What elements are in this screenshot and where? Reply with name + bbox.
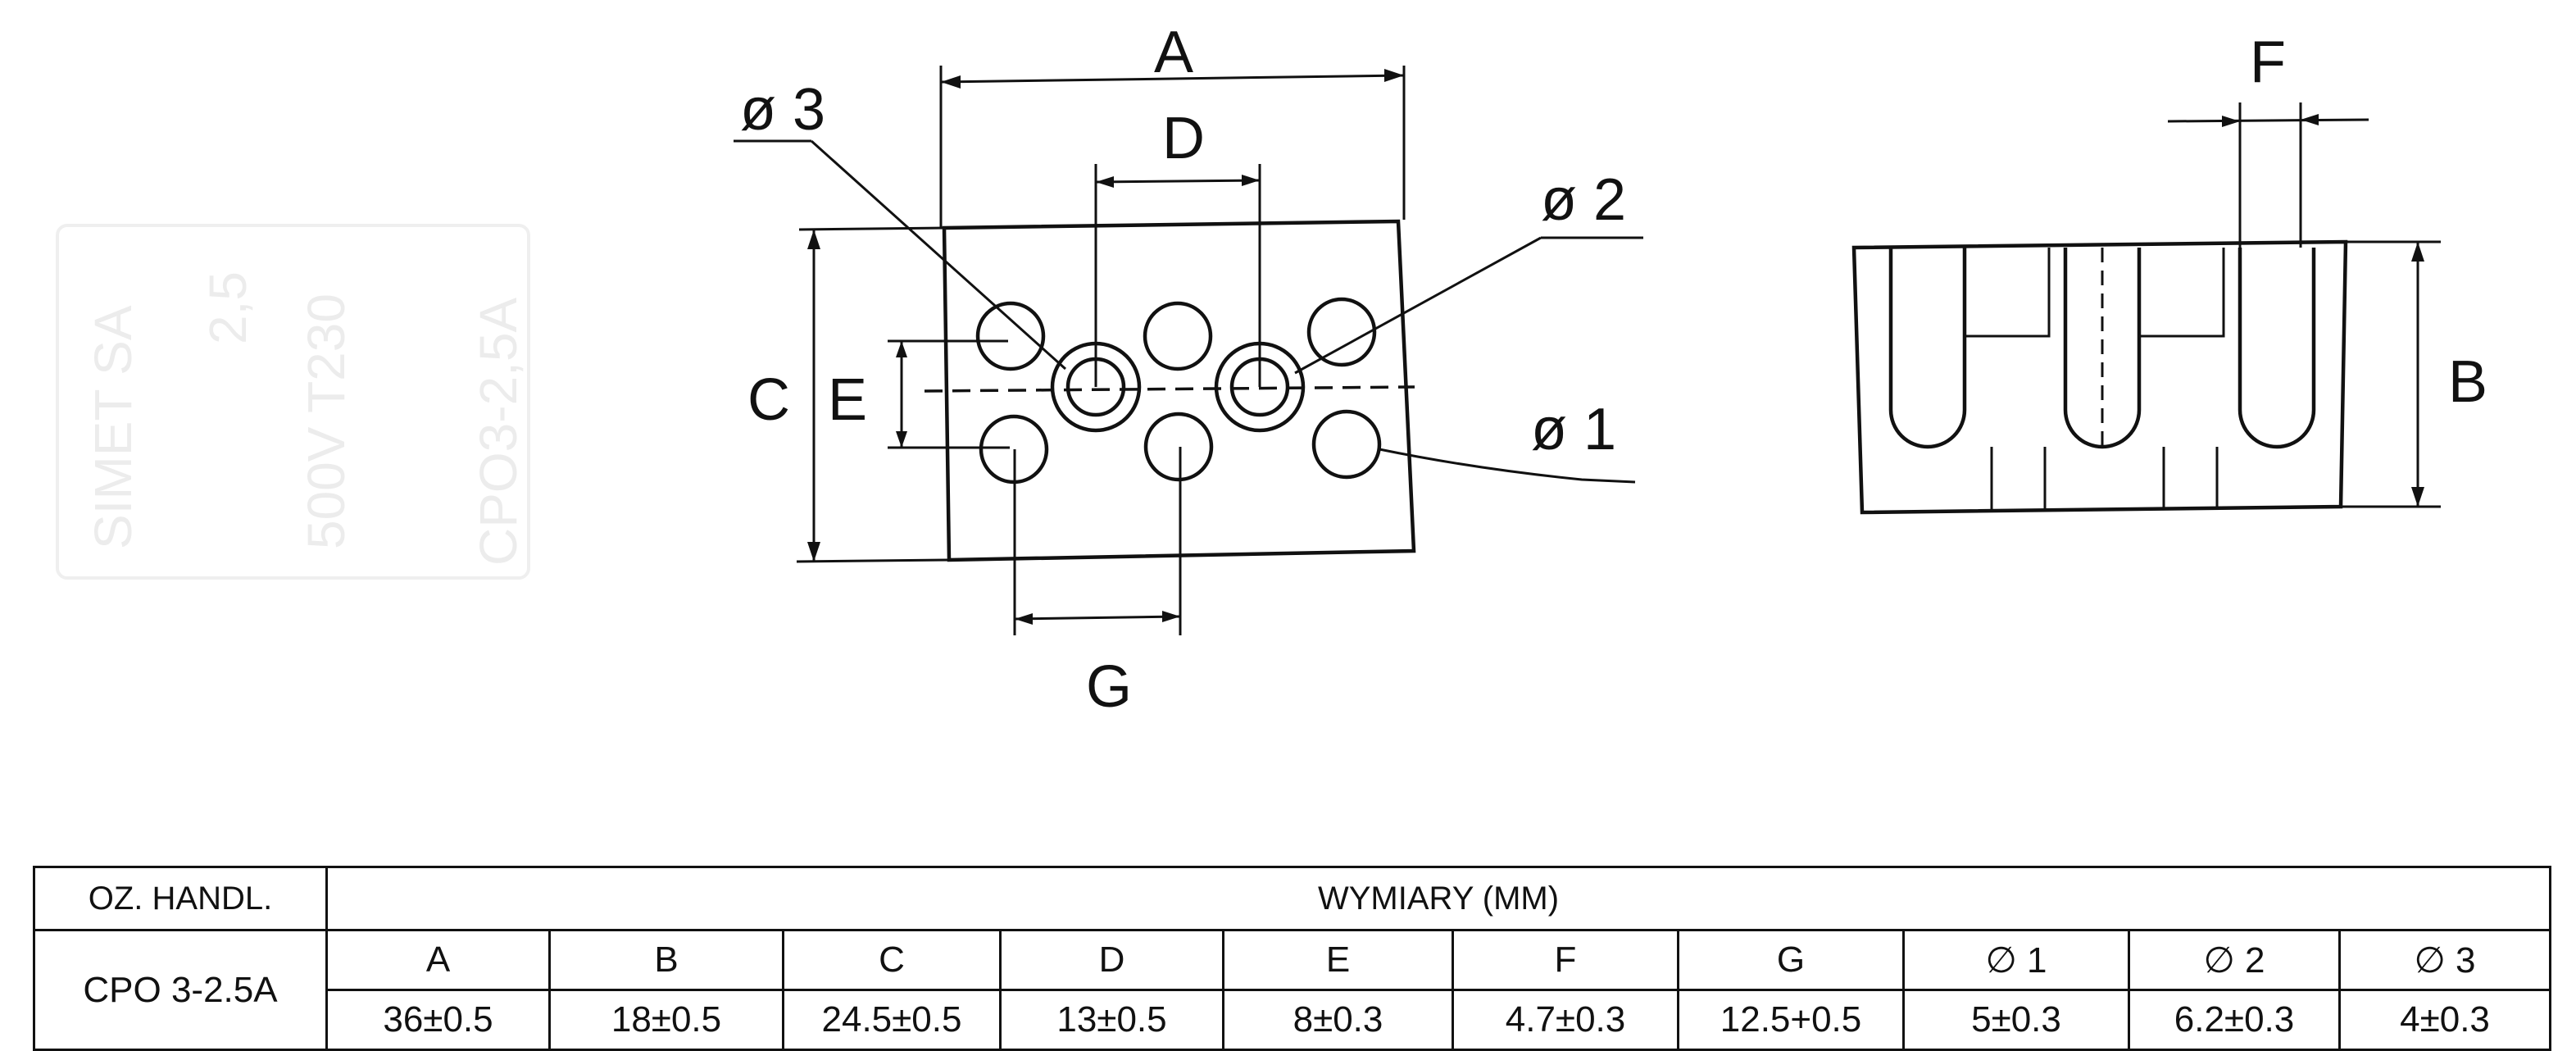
dimension-value: 4.7±0.3 xyxy=(1452,989,1679,1051)
ghost-marking-plate: SIMET SA 2,5 500V T230 CPO3-2,5A xyxy=(56,224,530,580)
dimension-value: 5±0.3 xyxy=(1902,989,2130,1051)
side-block-1 xyxy=(1965,248,2051,338)
dim-f-line xyxy=(2167,118,2369,123)
dim-g-line xyxy=(1014,615,1181,621)
hole-5 xyxy=(1143,412,1214,482)
table-columns-row: CPO 3-2.5A A B C D E F G ∅ 1 ∅ 2 ∅ 3 xyxy=(33,929,2552,1051)
label-c: C xyxy=(747,367,790,433)
column-label: D xyxy=(999,929,1224,991)
dimensions-table: OZ. HANDL. WYMIARY (MM) CPO 3-2.5A A B C… xyxy=(33,866,2552,1051)
label-f: F xyxy=(2250,30,2286,95)
hole-3 xyxy=(1306,297,1377,367)
column-label: ∅ 1 xyxy=(1902,929,2130,991)
dimension-value: 18±0.5 xyxy=(548,989,784,1051)
side-tube-3 xyxy=(2238,248,2316,449)
hole-6 xyxy=(1311,409,1382,480)
dim-d-arrows xyxy=(1096,175,1260,188)
dimension-value: 4±0.3 xyxy=(2337,989,2552,1051)
hole-1 xyxy=(975,301,1046,371)
column-label: E xyxy=(1222,929,1454,991)
dimension-value: 13±0.5 xyxy=(999,989,1224,1051)
hole-2 xyxy=(1143,301,1213,371)
label-d3: ø 3 xyxy=(740,77,825,143)
dim-c-ext-top xyxy=(798,226,945,231)
label-d1: ø 1 xyxy=(1531,397,1616,462)
ghost-text-4: CPO3-2,5A xyxy=(469,297,528,566)
dimension-value: 36±0.5 xyxy=(325,989,551,1051)
label-a: A xyxy=(1154,20,1193,85)
ghost-text-3: 500V T230 xyxy=(297,293,356,549)
column-label: ∅ 2 xyxy=(2128,929,2341,991)
column-label: F xyxy=(1452,929,1679,991)
label-b: B xyxy=(2448,349,2487,415)
leader-d3 xyxy=(810,139,1067,371)
front-view: A D C E G ø 3 ø 2 ø 1 xyxy=(734,20,1643,720)
dim-d-line xyxy=(1095,179,1261,184)
label-g: G xyxy=(1086,654,1132,720)
label-d2: ø 2 xyxy=(1541,167,1626,233)
product-code: CPO 3-2.5A xyxy=(33,929,328,1051)
dimension-value: 6.2±0.3 xyxy=(2128,989,2341,1051)
table-values-row: 36±0.5 18±0.5 24.5±0.5 13±0.5 8±0.3 4.7±… xyxy=(34,989,2552,1051)
centerline xyxy=(924,385,1415,393)
column-label: A xyxy=(325,929,551,991)
column-label: B xyxy=(548,929,784,991)
header-dimensions: WYMIARY (MM) xyxy=(325,866,2552,931)
column-label: G xyxy=(1677,929,1905,991)
side-body-outline xyxy=(1851,239,2348,515)
dim-g-arrows xyxy=(1015,611,1180,625)
side-block-2 xyxy=(2139,248,2225,338)
header-code: OZ. HANDL. xyxy=(33,866,328,931)
ghost-text-1: SIMET SA xyxy=(84,305,143,549)
leader-d1 xyxy=(1379,448,1636,484)
dim-c-ext-bottom xyxy=(796,558,950,563)
dim-a-line xyxy=(940,74,1405,84)
column-label: C xyxy=(782,929,1002,991)
dimension-value: 8±0.3 xyxy=(1222,989,1454,1051)
dimension-value: 12.5+0.5 xyxy=(1677,989,1905,1051)
side-tube-2 xyxy=(2063,248,2142,449)
technical-drawing: SIMET SA 2,5 500V T230 CPO3-2,5A A D xyxy=(56,20,2487,720)
dimension-value: 24.5±0.5 xyxy=(782,989,1002,1051)
front-body-outline xyxy=(942,219,1416,562)
side-tube-1 xyxy=(1888,248,1967,449)
table-header-row: OZ. HANDL. WYMIARY (MM) xyxy=(33,866,2552,931)
column-label: ∅ 3 xyxy=(2337,929,2552,991)
leader-d2 xyxy=(1294,236,1542,375)
ghost-text-2: 2,5 xyxy=(198,271,257,344)
label-e: E xyxy=(828,367,867,433)
label-d: D xyxy=(1162,106,1205,171)
side-view: F B xyxy=(1851,30,2487,515)
